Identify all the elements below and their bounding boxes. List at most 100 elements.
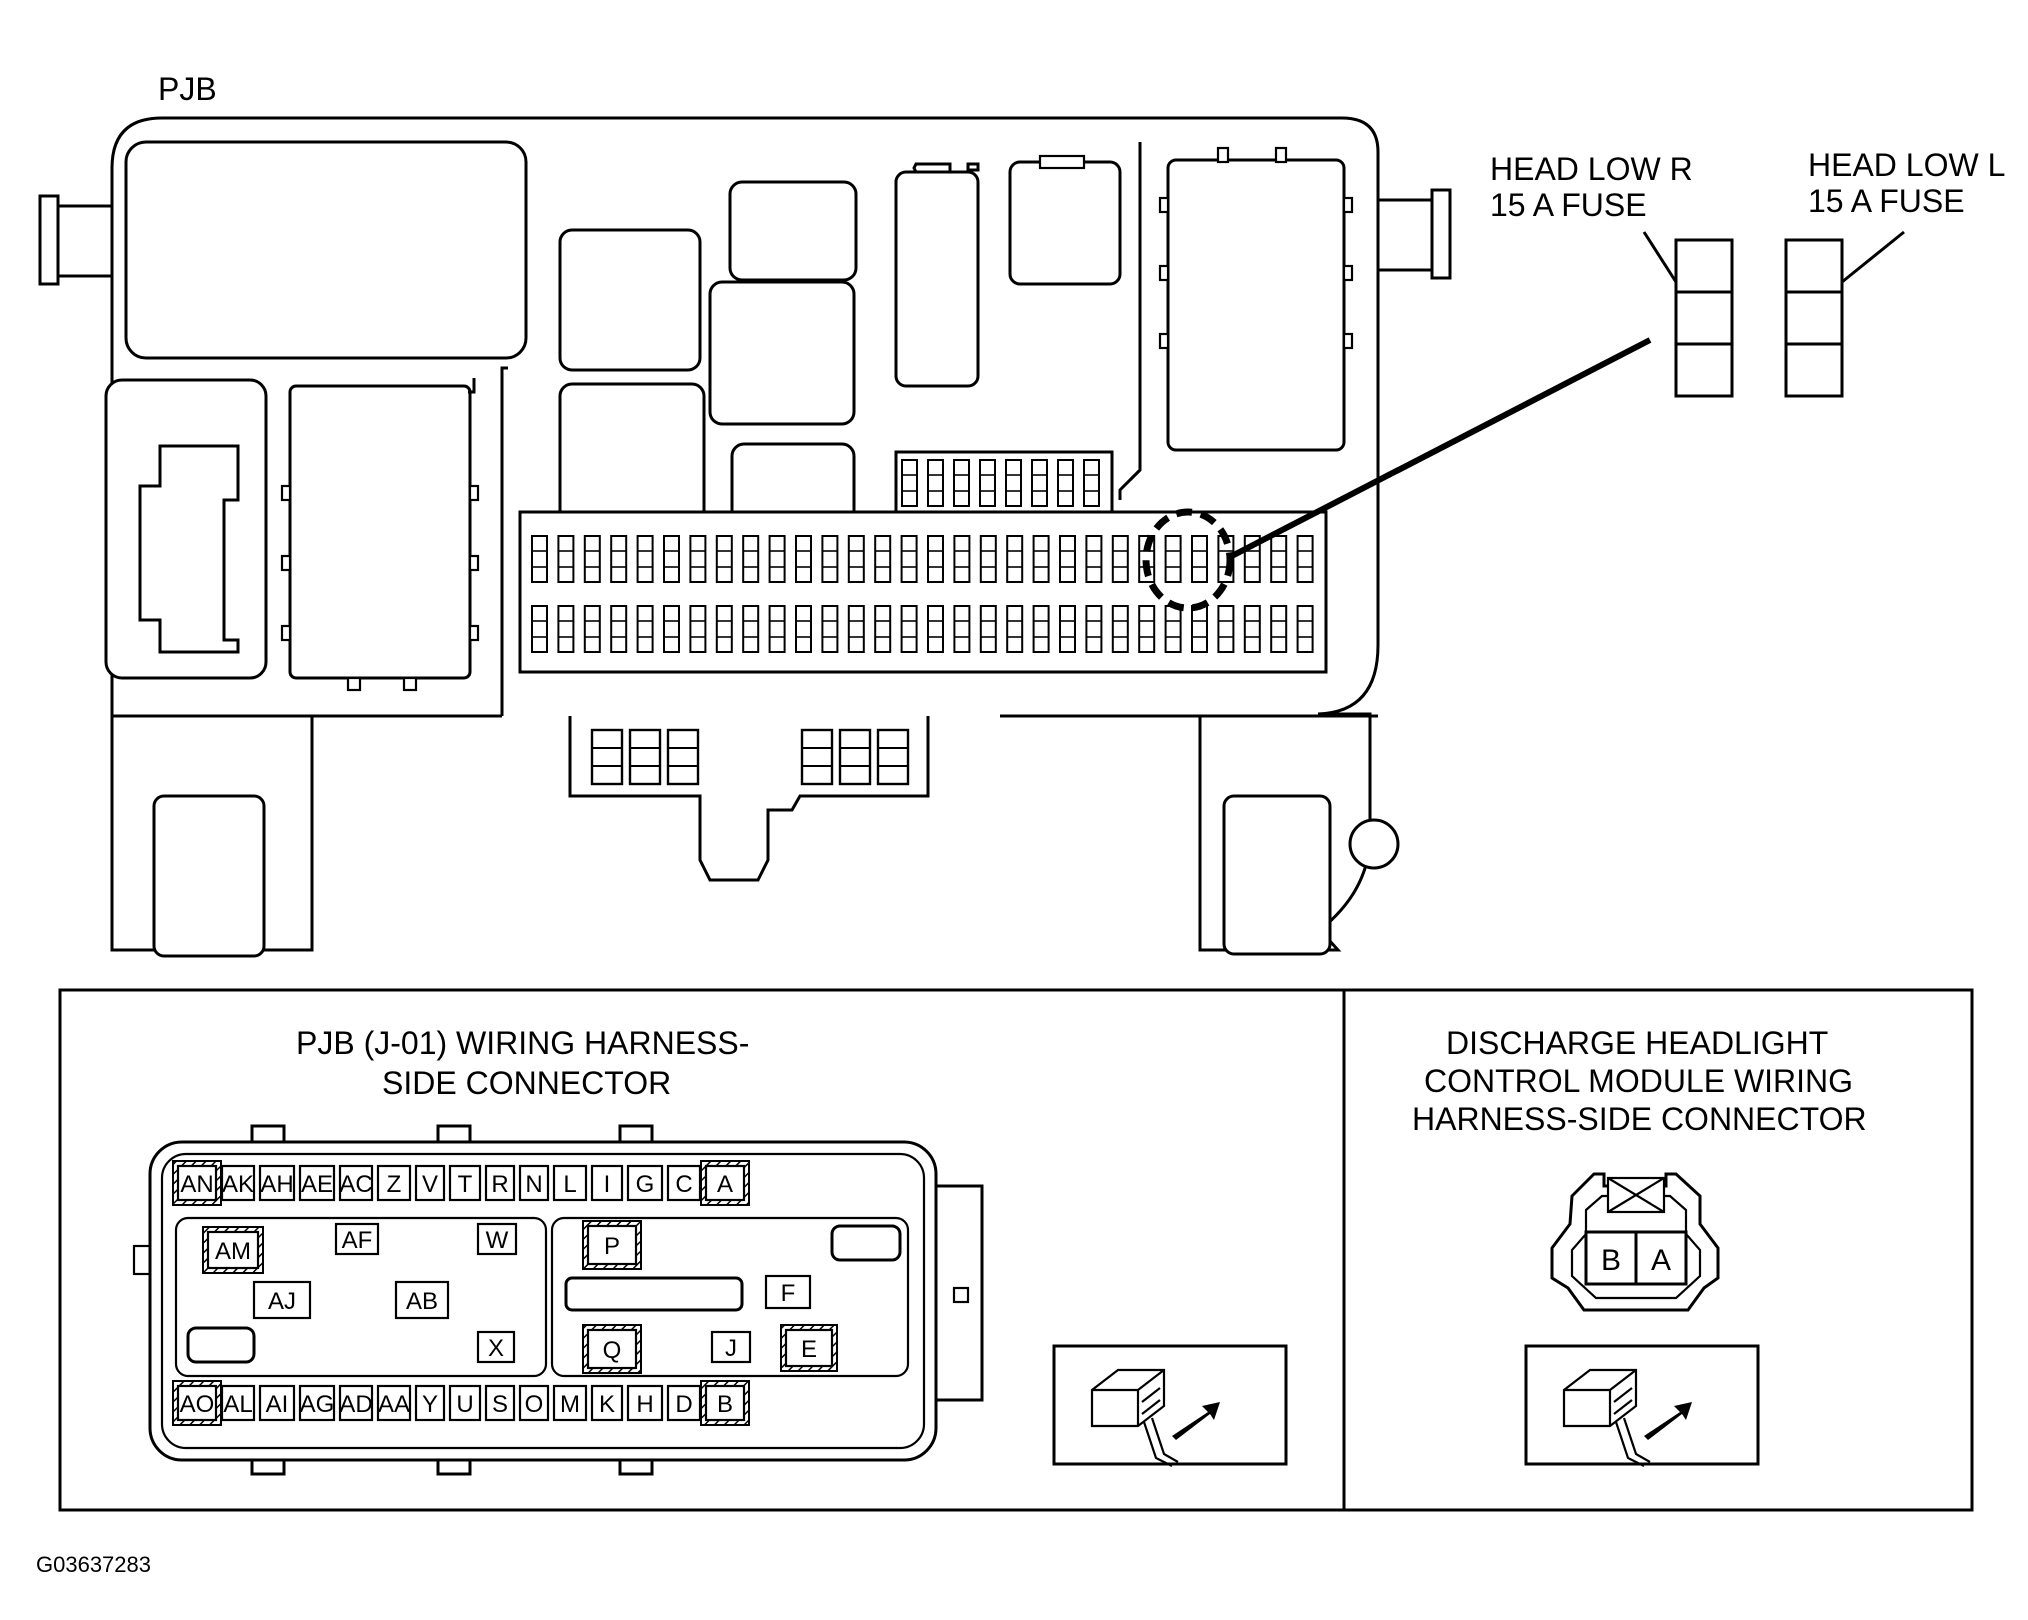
pjb-pin-z: Z	[376, 1164, 412, 1202]
pjb-pin-label: V	[422, 1171, 438, 1198]
mini-fuse	[1059, 535, 1076, 583]
mini-fuse	[1057, 459, 1074, 507]
mini-fuse	[557, 605, 575, 653]
mini-fuse	[901, 459, 918, 507]
mini-fuse	[979, 605, 997, 653]
lower-fuse	[628, 728, 662, 786]
pjb-pin-label: AL	[223, 1391, 252, 1418]
lower-fuse	[590, 728, 624, 786]
figure-id: G03637283	[36, 1552, 151, 1577]
pjb-pin-ai: AI	[258, 1384, 296, 1422]
pjb-pin-label: AH	[260, 1171, 293, 1198]
pjb-pin-label: AF	[342, 1227, 373, 1254]
pjb-connector-title-line1: PJB (J-01) WIRING HARNESS-	[296, 1025, 749, 1061]
mini-fuse	[953, 605, 971, 653]
mini-fuse	[1032, 535, 1050, 583]
pjb-pin-label: AJ	[268, 1288, 296, 1315]
pjb-pin-r: R	[484, 1164, 516, 1202]
pjb-pin-b: B	[700, 1380, 750, 1426]
pjb-pin-aa: AA	[376, 1384, 412, 1422]
pjb-pin-m: M	[552, 1384, 588, 1422]
mini-fuse	[821, 605, 839, 653]
pjb-pin-label: I	[604, 1171, 611, 1198]
pjb-pin-label: X	[488, 1335, 504, 1362]
pjb-pin-label: AB	[406, 1288, 438, 1315]
pjb-pin-ag: AG	[298, 1384, 336, 1422]
mini-fuse	[1111, 605, 1129, 653]
mini-fuse	[847, 535, 865, 583]
pjb-pin-label: B	[717, 1391, 733, 1418]
pjb-pin-d: D	[666, 1384, 702, 1422]
mini-fuse	[1085, 535, 1103, 583]
pjb-pin-label: D	[675, 1391, 692, 1418]
mini-fuse	[583, 535, 601, 583]
pjb-pin-label: Y	[422, 1391, 438, 1418]
pjb-pin-label: S	[492, 1391, 508, 1418]
mini-fuse	[557, 535, 575, 583]
pjb-pin-label: T	[458, 1171, 473, 1198]
pjb-pin-ad: AD	[338, 1384, 374, 1422]
module-connector: B A	[1550, 1172, 1720, 1312]
pjb-pin-w: W	[476, 1222, 518, 1256]
module-connector-title-line1: DISCHARGE HEADLIGHT	[1446, 1025, 1828, 1061]
pjb-pin-label: W	[486, 1227, 509, 1254]
head-low-r-rating: 15 A FUSE	[1490, 187, 1647, 223]
pjb-pin-label: J	[725, 1335, 737, 1362]
mini-fuse	[1164, 605, 1182, 653]
mini-fuse	[821, 535, 839, 583]
pjb-pin-label: L	[563, 1171, 576, 1198]
pjb-pin-x: X	[476, 1330, 516, 1364]
mini-fuse	[610, 535, 628, 583]
mini-fuse	[1164, 535, 1182, 583]
mini-fuse	[1296, 535, 1314, 583]
head-low-l-fuse-icon	[1784, 238, 1844, 398]
mini-fuse	[979, 459, 996, 507]
leader-line	[1226, 337, 1652, 561]
pjb-pin-label: AA	[378, 1391, 410, 1418]
mini-fuse	[927, 535, 944, 583]
mini-fuse	[1191, 605, 1208, 653]
mini-fuse	[1031, 459, 1048, 507]
mini-fuse	[900, 605, 918, 653]
mini-fuse	[795, 535, 812, 583]
pjb-pin-c: C	[666, 1164, 702, 1202]
pjb-pin-label: AG	[300, 1391, 335, 1418]
pjb-pin-h: H	[626, 1384, 664, 1422]
module-connector-title-line3: HARNESS-SIDE CONNECTOR	[1412, 1101, 1867, 1137]
pjb-pin-label: A	[717, 1171, 733, 1198]
pjb-pin-label: E	[801, 1336, 817, 1363]
pjb-pin-ac: AC	[338, 1164, 374, 1202]
pjb-pin-e: E	[780, 1324, 838, 1372]
pjb-pin-label: P	[604, 1233, 620, 1260]
pjb-pin-label: N	[525, 1171, 542, 1198]
mini-fuse	[979, 535, 997, 583]
pjb-pin-label: O	[525, 1391, 544, 1418]
pjb-pin-k: K	[590, 1384, 624, 1422]
pjb-pin-j: J	[710, 1330, 752, 1364]
mini-fuse	[1032, 605, 1050, 653]
mini-fuse	[636, 535, 654, 583]
pjb-pin-label: AI	[266, 1391, 289, 1418]
mini-fuse	[768, 535, 786, 583]
head-low-l-rating: 15 A FUSE	[1808, 183, 1965, 219]
mini-fuse	[1006, 535, 1024, 583]
pjb-pin-u: U	[448, 1384, 482, 1422]
pjb-pin-label: K	[599, 1391, 615, 1418]
pjb-pin-label: AD	[339, 1391, 372, 1418]
module-pin-b: B	[1601, 1244, 1621, 1277]
pjb-pin-ao: AO	[172, 1380, 222, 1426]
mini-fuse	[1270, 535, 1288, 583]
mini-fuse	[1111, 535, 1129, 583]
mini-fuse	[874, 605, 892, 653]
lower-fuse	[838, 728, 872, 786]
mini-fuse	[742, 605, 760, 653]
pjb-pin-label: R	[491, 1171, 508, 1198]
mini-fuse	[1138, 605, 1156, 653]
pjb-pin-label: F	[781, 1280, 796, 1307]
mini-fuse	[583, 605, 601, 653]
mini-fuse	[610, 605, 628, 653]
pjb-pin-ae: AE	[298, 1164, 336, 1202]
pjb-pin-label: Q	[603, 1337, 622, 1364]
